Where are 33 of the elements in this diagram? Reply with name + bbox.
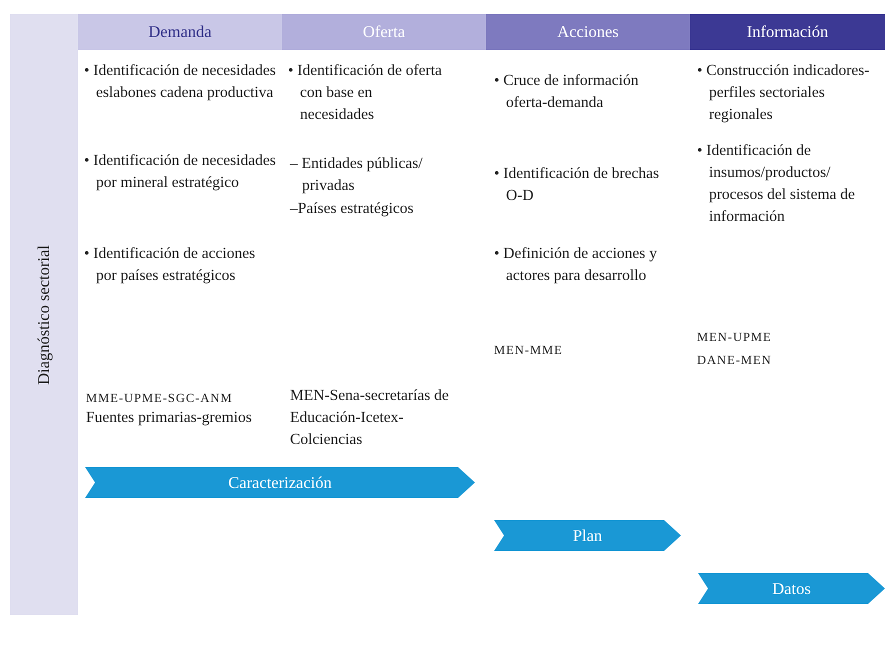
side-title: Diagnóstico sectorial: [34, 244, 54, 384]
source-acronyms: MEN-MME: [494, 342, 564, 359]
note-text: Fuentes primarias-gremios: [86, 408, 253, 428]
list-item: • Identificación de acciones por países estratégicos: [84, 244, 256, 286]
chevron-label: Plan: [572, 526, 602, 546]
phase-banner: [494, 520, 681, 551]
header-text: Información: [746, 22, 828, 42]
phase-banner: [85, 467, 475, 498]
note-text: –Países estratégicos: [290, 199, 415, 219]
column-header: [282, 14, 486, 50]
source-acronyms: MME-UPME-SGC-ANM: [86, 390, 234, 407]
chevron-label: Caracterización: [228, 472, 332, 492]
list-item: • Identificación de brechas O-D: [494, 164, 660, 206]
column-header: [690, 14, 885, 50]
list-item: • Identificación de insumos/productos/ procesos del sistema de información: [697, 141, 856, 227]
phase-banner: [698, 573, 885, 604]
header-text: Demanda: [148, 22, 212, 42]
list-item: • Definición de acciones y actores para desarrollo: [494, 244, 658, 286]
list-item: • Identificación de oferta con base en necesidades: [288, 61, 443, 125]
list-item: • Cruce de información oferta-demanda: [494, 71, 640, 113]
column-header: [78, 14, 282, 50]
source-acronyms: MEN-UPME: [697, 329, 773, 346]
list-item: • Identificación de necesidades por mineral estratégico: [84, 151, 276, 193]
note-text: MEN-Sena-secretarías de Educación-Icetex-Colciencias: [290, 386, 450, 450]
header-text: Oferta: [362, 22, 406, 42]
list-item: – Entidades públicas/ privadas: [290, 154, 424, 196]
header-text: Acciones: [557, 22, 619, 42]
list-item: • Identificación de necesidades eslabones cadena productiva: [84, 61, 276, 103]
chevron-label: Datos: [772, 578, 811, 598]
source-acronyms: DANE-MEN: [697, 352, 773, 369]
list-item: • Construcción indicadores-perfiles sectoriales regionales: [697, 61, 870, 125]
side-band: [10, 14, 78, 615]
column-header: [486, 14, 690, 50]
